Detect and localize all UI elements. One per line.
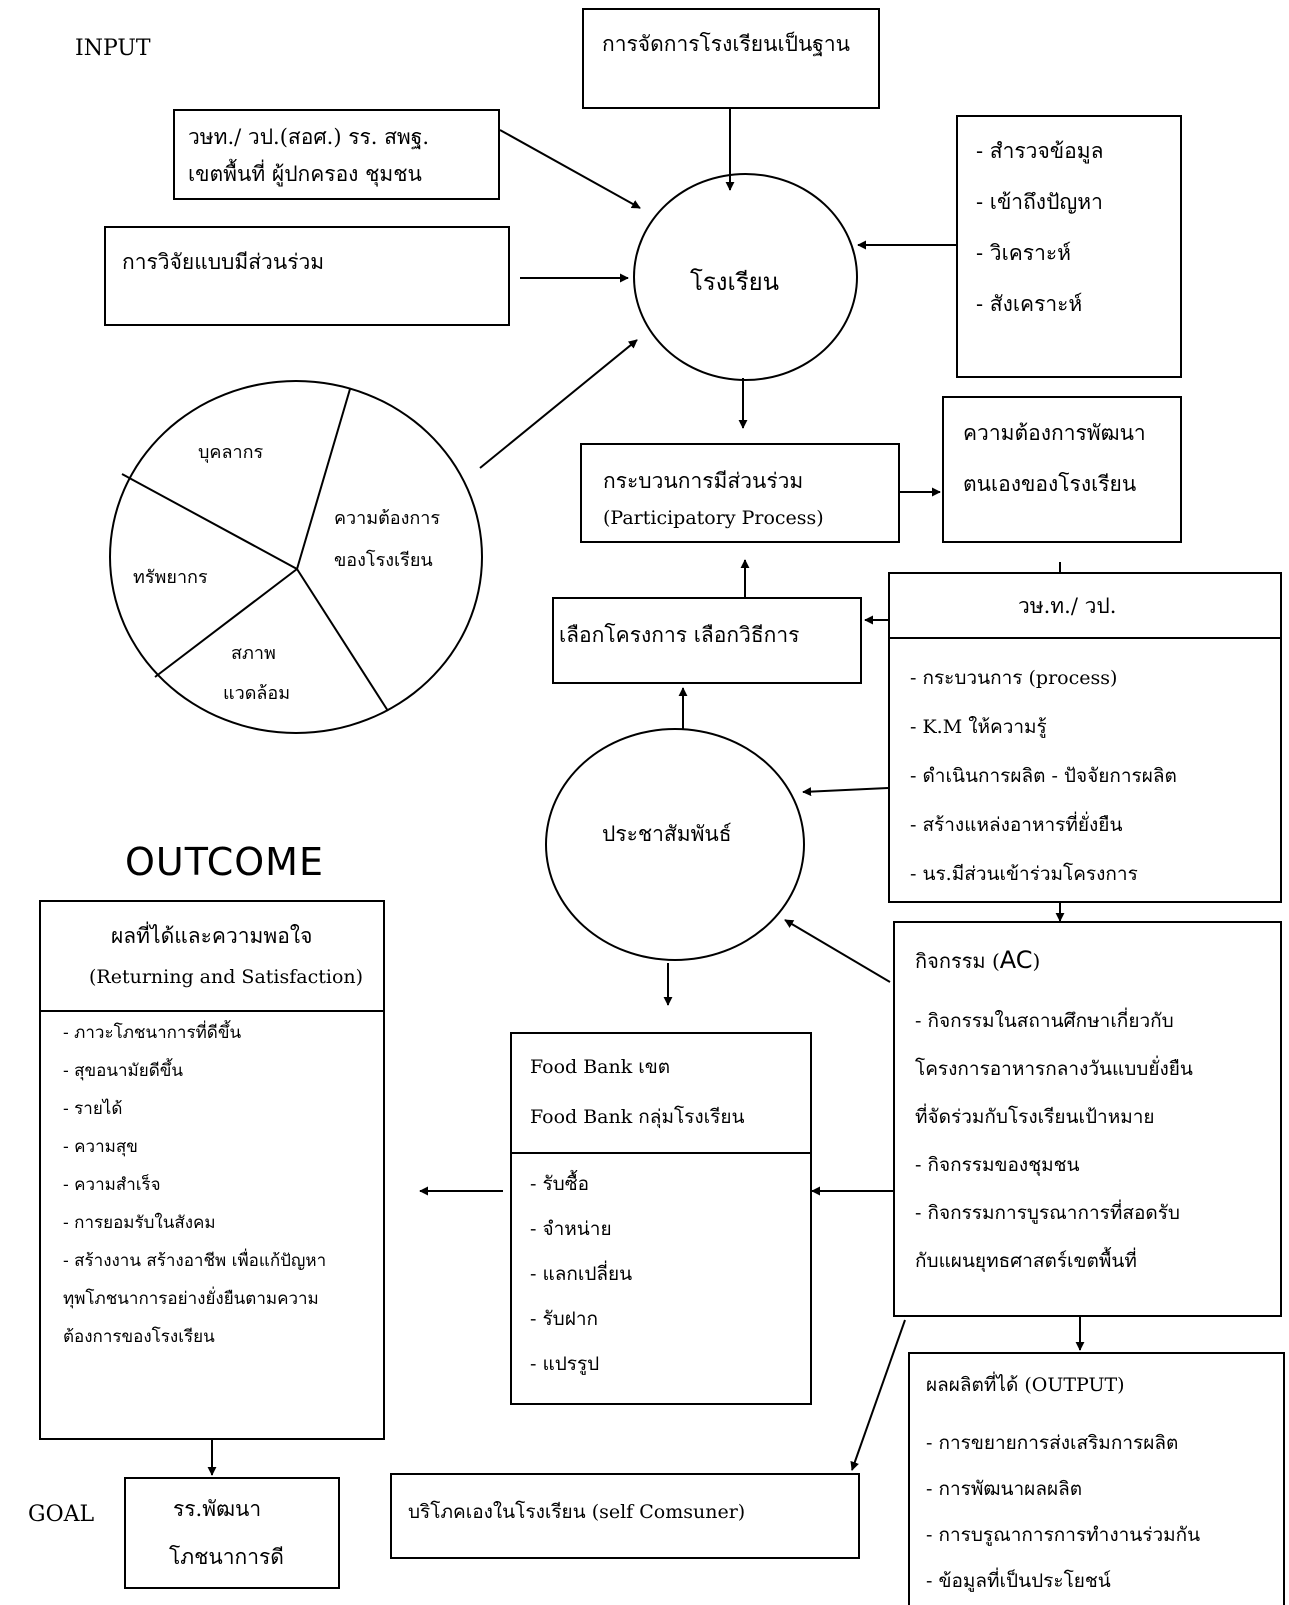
outcome-item-9: ต้องการของโรงเรียน bbox=[63, 1327, 215, 1347]
select-project-box: เลือกโครงการ เลือกวิธีการ bbox=[552, 597, 862, 684]
activity-item-3: ที่จัดร่วมกับโรงเรียนเป้าหมาย bbox=[915, 1106, 1155, 1128]
school-based-management-box: การจัดการโรงเรียนเป็นฐาน bbox=[582, 8, 880, 109]
activity-item-1: - กิจกรรมในสถานศึกษาเกี่ยวกับ bbox=[915, 1010, 1174, 1032]
pie-environment-line-1: สภาพ bbox=[231, 643, 276, 664]
output-box-items: - การขยายการส่งเสริมการผลิต - การพัฒนาผล… bbox=[926, 1420, 1200, 1604]
activity-title-ac: AC bbox=[999, 946, 1033, 974]
participatory-process-box: กระบวนการมีส่วนร่วม (Participatory Proce… bbox=[580, 443, 900, 543]
stakeholders-line-2: เขตพื้นที่ ผู้ปกครอง ชุมชน bbox=[188, 162, 422, 186]
pie-environment-line-2: แวดล้อม bbox=[223, 683, 291, 704]
arrow-pie-to-school bbox=[479, 339, 638, 469]
activity-item-2: โครงการอาหารกลางวันแบบยั่งยืน bbox=[915, 1058, 1193, 1080]
food-bank-item-1: - รับซื้อ bbox=[530, 1173, 590, 1195]
pie-personnel: บุคลากร bbox=[198, 442, 264, 463]
college-item-1: - กระบวนการ (process) bbox=[910, 667, 1118, 689]
participatory-process-line-1: กระบวนการมีส่วนร่วม bbox=[603, 469, 804, 493]
outcome-item-5: - ความสำเร็จ bbox=[63, 1175, 161, 1195]
output-box-title: ผลผลิตที่ได้ (OUTPUT) bbox=[926, 1374, 1125, 1396]
food-bank-title-2: Food Bank กลุ่มโรงเรียน bbox=[530, 1106, 745, 1128]
participatory-research-box: การวิจัยแบบมีส่วนร่วม bbox=[104, 226, 510, 326]
activity-box-title: กิจกรรม (AC) bbox=[915, 945, 1040, 977]
analysis-step-4: - สังเคราะห์ bbox=[976, 292, 1083, 316]
food-bank-title-1: Food Bank เขต bbox=[530, 1056, 671, 1078]
college-item-3: - ดำเนินการผลิต - ปัจจัยการผลิต bbox=[910, 765, 1177, 787]
input-label: INPUT bbox=[75, 36, 151, 61]
food-bank-item-4: - รับฝาก bbox=[530, 1308, 599, 1330]
public-relations-circle bbox=[545, 728, 805, 961]
outcome-label: OUTCOME bbox=[125, 840, 324, 884]
outcome-item-8: ทุพโภชนาการอย่างยั่งยืนตามความ bbox=[63, 1289, 319, 1309]
output-item-1: - การขยายการส่งเสริมการผลิต bbox=[926, 1432, 1179, 1454]
self-consumer-box: บริโภคเองในโรงเรียน (self Comsuner) bbox=[390, 1473, 860, 1559]
pie-resources: ทรัพยากร bbox=[133, 567, 208, 588]
pie-needs-line-2: ของโรงเรียน bbox=[334, 550, 433, 571]
food-bank-box: Food Bank เขต Food Bank กลุ่มโรงเรียน - … bbox=[510, 1032, 812, 1405]
public-relations-label: ประชาสัมพันธ์ bbox=[602, 822, 732, 846]
outcome-item-4: - ความสุข bbox=[63, 1137, 138, 1157]
self-development-needs-box: ความต้องการพัฒนา ตนเองของโรงเรียน bbox=[942, 396, 1182, 543]
goal-label: GOAL bbox=[28, 1502, 95, 1527]
activity-item-5: - กิจกรรมการบูรณาการที่สอดรับ bbox=[915, 1202, 1180, 1224]
pie-needs-line-1: ความต้องการ bbox=[334, 508, 441, 529]
college-box-title: วษ.ท./ วป. bbox=[1018, 594, 1117, 618]
arrow-activity-to-pr bbox=[784, 919, 891, 983]
outcome-box-subtitle: (Returning and Satisfaction) bbox=[89, 966, 364, 988]
analysis-step-3: - วิเคราะห์ bbox=[976, 241, 1071, 265]
arrow-stakeholders-to-school bbox=[499, 129, 641, 209]
school-circle-label: โรงเรียน bbox=[690, 268, 780, 296]
analysis-step-2: - เข้าถึงปัญหา bbox=[976, 190, 1103, 214]
activity-box-items: - กิจกรรมในสถานศึกษาเกี่ยวกับ โครงการอาห… bbox=[915, 997, 1193, 1285]
goal-box: รร.พัฒนา โภชนาการดี bbox=[124, 1477, 340, 1589]
outcome-item-2: - สุขอนามัยดีขึ้น bbox=[63, 1061, 183, 1081]
school-circle bbox=[633, 173, 858, 381]
participatory-process-line-2: (Participatory Process) bbox=[603, 507, 824, 529]
food-bank-item-2: - จำหน่าย bbox=[530, 1218, 612, 1240]
output-box: ผลผลิตที่ได้ (OUTPUT) - การขยายการส่งเสร… bbox=[908, 1352, 1285, 1605]
activity-title-prefix: กิจกรรม ( bbox=[915, 949, 1000, 973]
food-bank-divider bbox=[512, 1152, 810, 1154]
college-process-box: วษ.ท./ วป. - กระบวนการ (process) - K.M ใ… bbox=[888, 572, 1282, 903]
goal-line-1: รร.พัฒนา bbox=[173, 1497, 262, 1521]
arrow-college-to-pr bbox=[802, 787, 889, 797]
college-item-2: - K.M ให้ความรู้ bbox=[910, 716, 1047, 738]
activity-item-4: - กิจกรรมของชุมชน bbox=[915, 1154, 1080, 1176]
college-box-divider bbox=[890, 637, 1280, 639]
activity-item-6: กับแผนยุทธศาสตร์เขตพื้นที่ bbox=[915, 1250, 1137, 1272]
output-item-3: - การบรูณาการการทำงานร่วมกัน bbox=[926, 1524, 1201, 1546]
activity-title-suffix: ) bbox=[1032, 949, 1041, 973]
self-consumer-text: บริโภคเองในโรงเรียน (self Comsuner) bbox=[408, 1501, 746, 1523]
college-item-4: - สร้างแหล่งอาหารที่ยั่งยืน bbox=[910, 814, 1123, 836]
output-item-2: - การพัฒนาผลผลิต bbox=[926, 1478, 1083, 1500]
self-development-line-1: ความต้องการพัฒนา bbox=[963, 421, 1146, 445]
analysis-step-1: - สำรวจข้อมูล bbox=[976, 139, 1104, 163]
stakeholders-line-1: วษท./ วป.(สอศ.) รร. สพฐ. bbox=[188, 125, 430, 149]
food-bank-item-5: - แปรรูป bbox=[530, 1353, 600, 1375]
college-box-items: - กระบวนการ (process) - K.M ให้ความรู้ -… bbox=[910, 654, 1177, 899]
select-project-text: เลือกโครงการ เลือกวิธีการ bbox=[559, 623, 800, 647]
stakeholders-box: วษท./ วป.(สอศ.) รร. สพฐ. เขตพื้นที่ ผู้ป… bbox=[173, 109, 500, 200]
self-development-line-2: ตนเองของโรงเรียน bbox=[963, 472, 1137, 496]
participatory-research-text: การวิจัยแบบมีส่วนร่วม bbox=[122, 250, 325, 274]
outcome-item-1: - ภาวะโภชนาการที่ดีขึ้น bbox=[63, 1023, 242, 1043]
outcome-item-6: - การยอมรับในสังคม bbox=[63, 1213, 216, 1233]
food-bank-item-3: - แลกเปลี่ยน bbox=[530, 1263, 633, 1285]
outcome-box: ผลที่ได้และความพอใจ (Returning and Satis… bbox=[39, 900, 385, 1440]
goal-line-2: โภชนาการดี bbox=[169, 1545, 284, 1569]
college-item-5: - นร.มีส่วนเข้าร่วมโครงการ bbox=[910, 863, 1138, 885]
output-item-4: - ข้อมูลที่เป็นประโยชน์ bbox=[926, 1570, 1111, 1592]
outcome-box-title: ผลที่ได้และความพอใจ bbox=[111, 924, 313, 948]
outcome-item-7: - สร้างงาน สร้างอาชีพ เพื่อแก้ปัญหา bbox=[63, 1251, 327, 1271]
analysis-steps-box: - สำรวจข้อมูล - เข้าถึงปัญหา - วิเคราะห์… bbox=[956, 115, 1182, 378]
resource-pie-circle bbox=[109, 380, 483, 734]
arrow-activity-to-selfconsumer bbox=[850, 1319, 906, 1471]
school-based-management-text: การจัดการโรงเรียนเป็นฐาน bbox=[602, 32, 851, 56]
outcome-box-divider bbox=[41, 1010, 383, 1012]
food-bank-items: - รับซื้อ - จำหน่าย - แลกเปลี่ยน - รับฝา… bbox=[530, 1162, 632, 1387]
activity-box: กิจกรรม (AC) - กิจกรรมในสถานศึกษาเกี่ยวก… bbox=[893, 921, 1282, 1317]
outcome-item-3: - รายได้ bbox=[63, 1099, 123, 1119]
outcome-box-items: - ภาวะโภชนาการที่ดีขึ้น - สุขอนามัยดีขึ้… bbox=[63, 1014, 326, 1356]
